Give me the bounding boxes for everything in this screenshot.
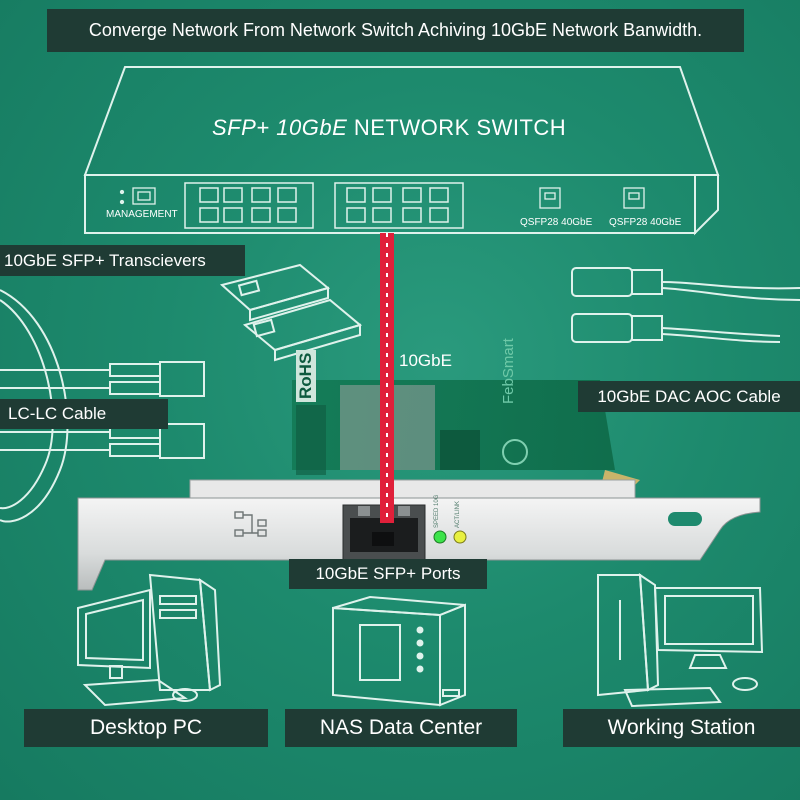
transceivers-label: 10GbE SFP+ Transcievers [0,245,245,276]
lc-connector-top [109,361,205,397]
qsfp-left-label: QSFP28 40GbE [520,217,593,228]
desktop-label: Desktop PC [24,709,268,747]
sfp-transceiver-art [219,263,363,362]
management-label: MANAGEMENT [106,209,178,220]
sfp-cage [342,504,426,561]
speed-led [433,530,447,544]
nas-art [332,595,466,707]
banner-title: Converge Network From Network Switch Ach… [47,9,744,52]
fiber-link [380,233,394,523]
pci-bracket [77,479,761,591]
rohs-label: RoHS [296,349,316,402]
lc-connector-bottom [109,423,205,459]
lc-cable-label: LC-LC Cable [0,399,168,429]
dac-cable-art [571,267,800,343]
network-symbol-icon [234,511,267,537]
qsfp-right-label: QSFP28 40GbE [609,217,682,228]
port-block-left [184,182,314,229]
activity-led [453,530,467,544]
switch-title-italic: SFP+ 10GbE [212,115,348,140]
switch-title-rest: NETWORK SWITCH [347,115,567,140]
qsfp-port-icons [539,187,645,209]
sfp-ports-label: 10GbE SFP+ Ports [289,559,487,589]
activity-led-label: ACT/LINK [455,500,461,528]
link-label: 10GbE [399,351,452,370]
workstation-label: Working Station [563,709,800,747]
desktop-pc-art [77,573,222,707]
workstation-art [597,573,764,708]
management-port-icon [119,187,156,205]
port-block-right [334,182,464,229]
network-switch [83,66,720,236]
dac-cable-label: 10GbE DAC AOC Cable [578,381,800,412]
switch-title: SFP+ 10GbE NETWORK SWITCH [212,115,566,141]
lc-cable-art [0,289,205,523]
speed-led-label: SPEED 10G [434,494,440,528]
nas-label: NAS Data Center [285,709,517,747]
brand-label: FebSmart [500,338,517,404]
